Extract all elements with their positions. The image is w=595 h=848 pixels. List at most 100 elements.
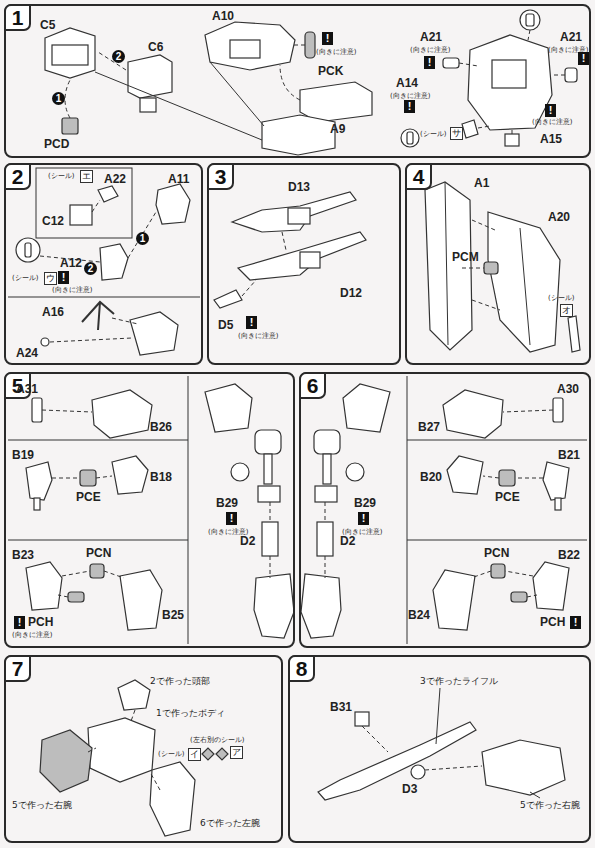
right-arm-parts (120, 570, 162, 630)
part-label: PCK (318, 64, 343, 78)
order-number: 1 (52, 92, 65, 105)
right-arm-parts (52, 476, 112, 478)
right-arm-parts (258, 486, 280, 502)
note-text: (向きに注意) (52, 286, 92, 295)
seal-letter: エ (80, 170, 93, 183)
right-arm-parts (80, 470, 96, 486)
final-assembly (318, 722, 476, 800)
caution-mark: ! (322, 32, 333, 45)
torso-parts (205, 22, 295, 70)
final-assembly (202, 748, 214, 760)
part-label: C5 (40, 18, 55, 32)
torso-parts (565, 68, 577, 82)
torso-parts (462, 120, 478, 138)
part-label: B24 (408, 608, 430, 622)
right-arm-parts (8, 376, 294, 644)
part-label: A10 (212, 9, 234, 23)
seal-letter: イ (188, 748, 201, 761)
step-panel: 2 (4, 163, 203, 365)
torso-parts (230, 40, 260, 58)
part-label: D3 (402, 782, 417, 796)
note-text: (シール) (548, 294, 574, 303)
final-assembly (482, 740, 565, 795)
step-number: 1 (4, 4, 31, 31)
head-parts (82, 302, 114, 330)
part-label: A16 (42, 305, 64, 319)
part-label: PCH (28, 615, 53, 629)
final-assembly (88, 748, 160, 790)
note-text: (シール) (48, 172, 74, 181)
final-assembly (118, 680, 150, 710)
right-arm-parts (34, 498, 40, 510)
head-parts (40, 212, 156, 262)
part-label: A9 (330, 122, 345, 136)
right-arm-parts (264, 454, 272, 484)
assembly-note: 6で作った左腕 (200, 818, 260, 829)
part-label: B19 (12, 448, 34, 462)
right-arm-parts (92, 390, 152, 438)
part-label: A15 (540, 132, 562, 146)
part-label: B27 (418, 420, 440, 434)
head-parts (41, 338, 49, 346)
torso-parts (459, 63, 478, 66)
torso-parts (45, 10, 577, 155)
final-assembly (425, 766, 482, 770)
torso-parts (552, 75, 565, 76)
head-parts (98, 186, 118, 202)
torso-parts (401, 129, 419, 147)
seal-letter: サ (450, 127, 463, 140)
part-label: A21 (420, 30, 442, 44)
assembly-note: 3で作ったライフル (420, 676, 498, 687)
step-panel: 5 (4, 372, 295, 648)
seal-letter: オ (560, 304, 573, 317)
seal-letter: ア (230, 746, 243, 759)
note-text: (シール) (420, 130, 446, 139)
part-label: D12 (340, 286, 362, 300)
order-number: 1 (136, 232, 149, 245)
torso-parts (262, 115, 335, 155)
right-arm-parts (270, 502, 271, 578)
torso-parts (292, 45, 305, 46)
part-label: A20 (548, 210, 570, 224)
caution-mark: ! (226, 512, 237, 525)
torso-parts (528, 30, 530, 40)
caution-mark: ! (14, 616, 25, 629)
shield-parts (488, 212, 560, 352)
torso-parts (280, 65, 300, 100)
part-label: PCE (495, 490, 520, 504)
final-assembly (150, 762, 195, 836)
part-label: B29 (216, 496, 238, 510)
torso-parts (128, 55, 172, 98)
head-parts (130, 312, 178, 355)
part-label: PCH (540, 615, 565, 629)
shield-parts (425, 182, 580, 352)
part-label: C12 (42, 214, 64, 228)
seal-letter: ウ (44, 272, 57, 285)
final-assembly (216, 748, 228, 760)
head-parts (100, 244, 128, 280)
note-text: (向きに注意) (238, 332, 278, 341)
final-assembly (362, 726, 388, 752)
note-text: (シール) (158, 750, 184, 759)
note-text: (向きに注意) (316, 48, 356, 57)
head-parts (70, 205, 92, 225)
part-label: A22 (104, 172, 126, 186)
step-number: 3 (207, 163, 234, 190)
part-label: B31 (330, 700, 352, 714)
caution-mark: ! (404, 100, 415, 113)
part-label: C6 (148, 40, 163, 54)
caution-mark: ! (424, 56, 435, 69)
rifle-parts (214, 192, 366, 308)
right-arm-parts (32, 398, 42, 422)
torso-parts (407, 132, 413, 144)
part-label: B18 (150, 470, 172, 484)
right-arm-parts (68, 592, 84, 602)
final-assembly (411, 765, 425, 779)
part-label: B26 (150, 420, 172, 434)
torso-parts (478, 126, 490, 128)
caution-mark: ! (58, 271, 69, 284)
final-assembly (436, 688, 540, 798)
part-label: B29 (354, 496, 376, 510)
note-text: (シール) (12, 274, 38, 283)
